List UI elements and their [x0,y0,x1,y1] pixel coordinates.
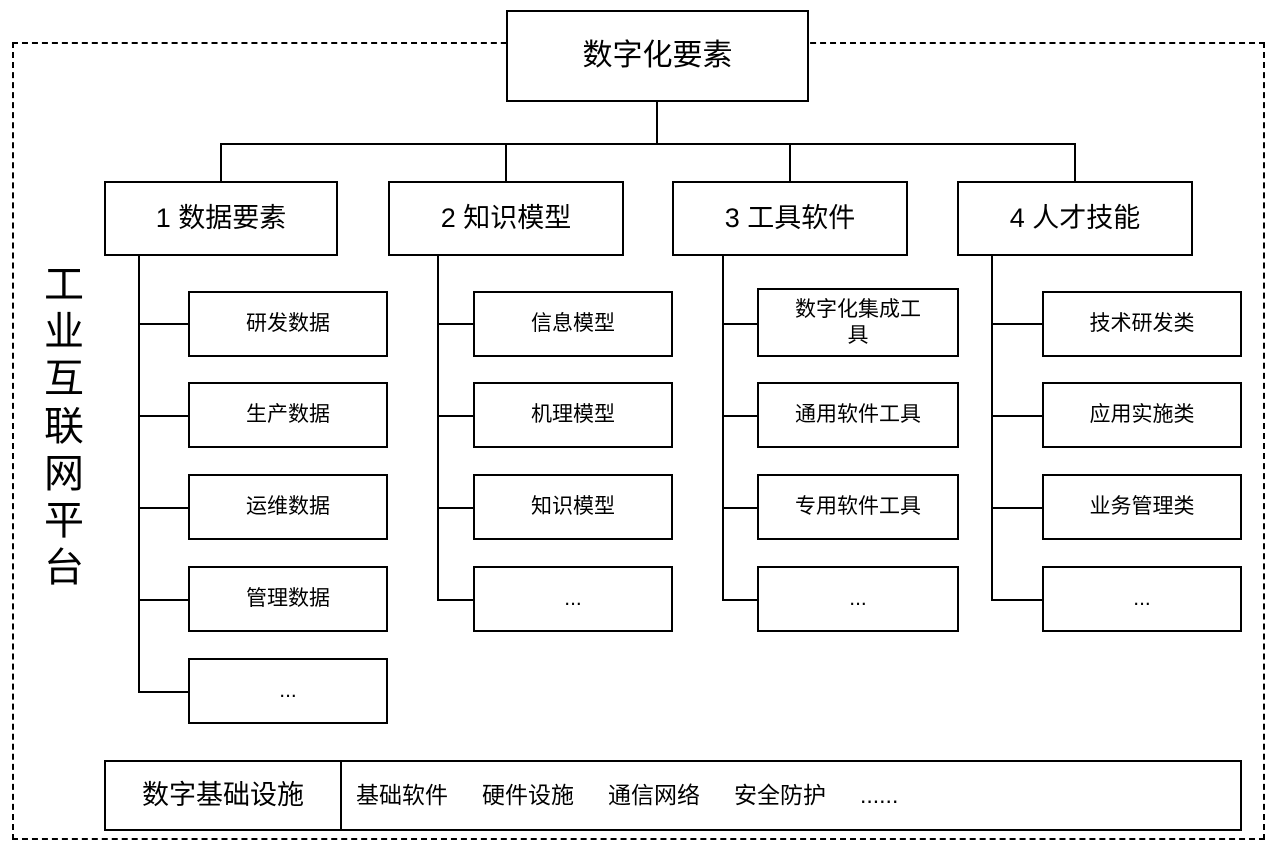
connector-stub-1-4 [138,599,190,601]
platform-vertical-title: 工 业 互 联 网 平 台 [34,262,94,592]
vertical-title-char-6: 台 [44,546,84,591]
vertical-title-char-0: 工 [44,263,84,307]
connector-stub-4-4 [991,599,1044,601]
connector-stub-1-3 [138,507,190,509]
connector-stub-4-3 [991,507,1044,509]
leaf-node-branch3-item4: ... [757,566,959,632]
leaf-node-branch4-item1: 技术研发类 [1042,291,1242,357]
leaf-node-branch3-item3: 专用软件工具 [757,474,959,540]
branch-node-talent-skills: 4 人才技能 [957,181,1193,256]
connector-spine-branch-1 [138,256,140,691]
infrastructure-item-5: ...... [860,781,899,808]
connector-spine-branch-4 [991,256,993,599]
infrastructure-items: 基础软件 硬件设施 通信网络 安全防护 ...... [356,782,898,810]
connector-drop-branch-2 [505,143,507,183]
leaf-node-branch4-item3: 业务管理类 [1042,474,1242,540]
root-node-digital-elements: 数字化要素 [506,10,809,102]
connector-level1-bus [220,143,1076,145]
leaf-node-branch1-item1: 研发数据 [188,291,388,357]
branch-node-knowledge-models: 2 知识模型 [388,181,624,256]
infrastructure-label: 数字基础设施 [104,760,342,831]
infrastructure-item-4: 安全防护 [734,781,826,808]
leaf-node-branch2-item4: ... [473,566,673,632]
connector-root-stem [656,102,658,144]
connector-stub-3-1 [722,323,759,325]
vertical-title-char-5: 平 [44,498,84,543]
leaf-node-branch2-item3: 知识模型 [473,474,673,540]
connector-stub-4-1 [991,323,1044,325]
leaf-node-branch4-item4: ... [1042,566,1242,632]
leaf-node-branch3-item2: 通用软件工具 [757,382,959,448]
vertical-title-char-4: 网 [44,451,84,496]
leaf-node-branch2-item1: 信息模型 [473,291,673,357]
vertical-title-char-1: 业 [44,310,84,355]
connector-stub-1-5 [138,691,190,693]
connector-stub-2-2 [437,415,475,417]
leaf-node-branch1-item4: 管理数据 [188,566,388,632]
connector-drop-branch-4 [1074,143,1076,183]
connector-spine-branch-2 [437,256,439,599]
leaf-node-branch2-item2: 机理模型 [473,382,673,448]
leaf-node-branch1-item2: 生产数据 [188,382,388,448]
connector-stub-2-4 [437,599,475,601]
connector-stub-1-1 [138,323,190,325]
connector-stub-3-4 [722,599,759,601]
connector-stub-2-3 [437,507,475,509]
connector-stub-4-2 [991,415,1044,417]
connector-drop-branch-3 [789,143,791,183]
infrastructure-item-3: 通信网络 [608,781,700,808]
vertical-title-char-2: 互 [44,357,84,402]
connector-stub-2-1 [437,323,475,325]
connector-drop-branch-1 [220,143,222,183]
connector-stub-3-2 [722,415,759,417]
leaf-node-branch1-item5: ... [188,658,388,724]
branch-node-tool-software: 3 工具软件 [672,181,908,256]
leaf-node-branch4-item2: 应用实施类 [1042,382,1242,448]
connector-stub-1-2 [138,415,190,417]
vertical-title-char-3: 联 [44,404,84,449]
infrastructure-item-2: 硬件设施 [482,781,574,808]
leaf-node-branch3-item1: 数字化集成工具 [757,288,959,357]
infrastructure-item-1: 基础软件 [356,781,448,808]
leaf-node-branch1-item3: 运维数据 [188,474,388,540]
connector-spine-branch-3 [722,256,724,599]
connector-stub-3-3 [722,507,759,509]
branch-node-data-elements: 1 数据要素 [104,181,338,256]
